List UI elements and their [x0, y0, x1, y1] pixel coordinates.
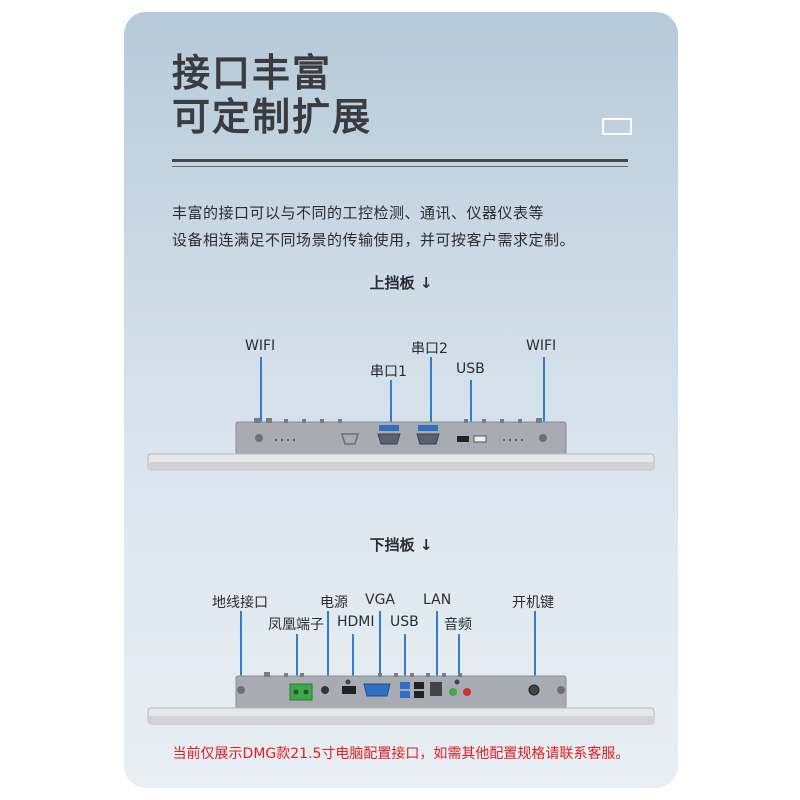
label-wifi-right: WIFI — [526, 338, 557, 354]
pointer-wifi-right — [543, 357, 545, 422]
label-serial1: 串口1 — [370, 364, 407, 380]
pointer-ground — [240, 611, 242, 677]
pointer-phoenix — [296, 634, 298, 677]
label-power: 电源 — [320, 595, 348, 611]
label-usb-top: USB — [456, 361, 485, 377]
pointer-power-key — [534, 611, 536, 677]
label-lan: LAN — [423, 592, 452, 608]
divider-thick — [172, 159, 628, 162]
divider-thin — [172, 166, 628, 167]
footer-note: 当前仅展示DMG款21.5寸电脑配置接口，如需其他配置规格请联系客服。 — [172, 746, 630, 762]
top-panel-device — [147, 418, 655, 471]
label-ground: 地线接口 — [212, 595, 268, 611]
bottom-panel-device — [147, 672, 655, 725]
top-panel-heading: 上挡板 ↓ — [369, 274, 433, 292]
pointer-vga — [379, 611, 381, 677]
pointer-usb-top — [470, 380, 472, 422]
label-vga: VGA — [365, 592, 396, 608]
bottom-panel-heading: 下挡板 ↓ — [369, 536, 433, 554]
pointer-serial1 — [390, 380, 392, 422]
pointer-audio — [458, 634, 460, 677]
pointer-wifi-left — [260, 357, 262, 422]
page-title-line2: 可定制扩展 — [172, 95, 373, 139]
pointer-hdmi — [352, 634, 354, 677]
label-usb-bottom: USB — [390, 614, 419, 630]
label-hdmi: HDMI — [337, 614, 375, 630]
description-line2: 设备相连满足不同场景的传输使用，并可按客户需求定制。 — [172, 231, 576, 249]
rectangle-icon — [602, 118, 632, 135]
label-power-key: 开机键 — [512, 595, 554, 611]
label-serial2: 串口2 — [411, 341, 448, 357]
label-phoenix: 凤凰端子 — [268, 617, 324, 633]
page-title-line1: 接口丰富 — [172, 51, 333, 95]
pointer-usb-bottom — [404, 634, 406, 677]
pointer-serial2 — [430, 357, 432, 422]
description-line1: 丰富的接口可以与不同的工控检测、通讯、仪器仪表等 — [172, 204, 545, 222]
label-audio: 音频 — [444, 617, 472, 633]
pointer-lan — [436, 611, 438, 677]
label-wifi-left: WIFI — [245, 338, 276, 354]
info-card: 接口丰富 可定制扩展 丰富的接口可以与不同的工控检测、通讯、仪器仪表等 设备相连… — [124, 12, 678, 788]
pointer-power — [327, 611, 329, 677]
